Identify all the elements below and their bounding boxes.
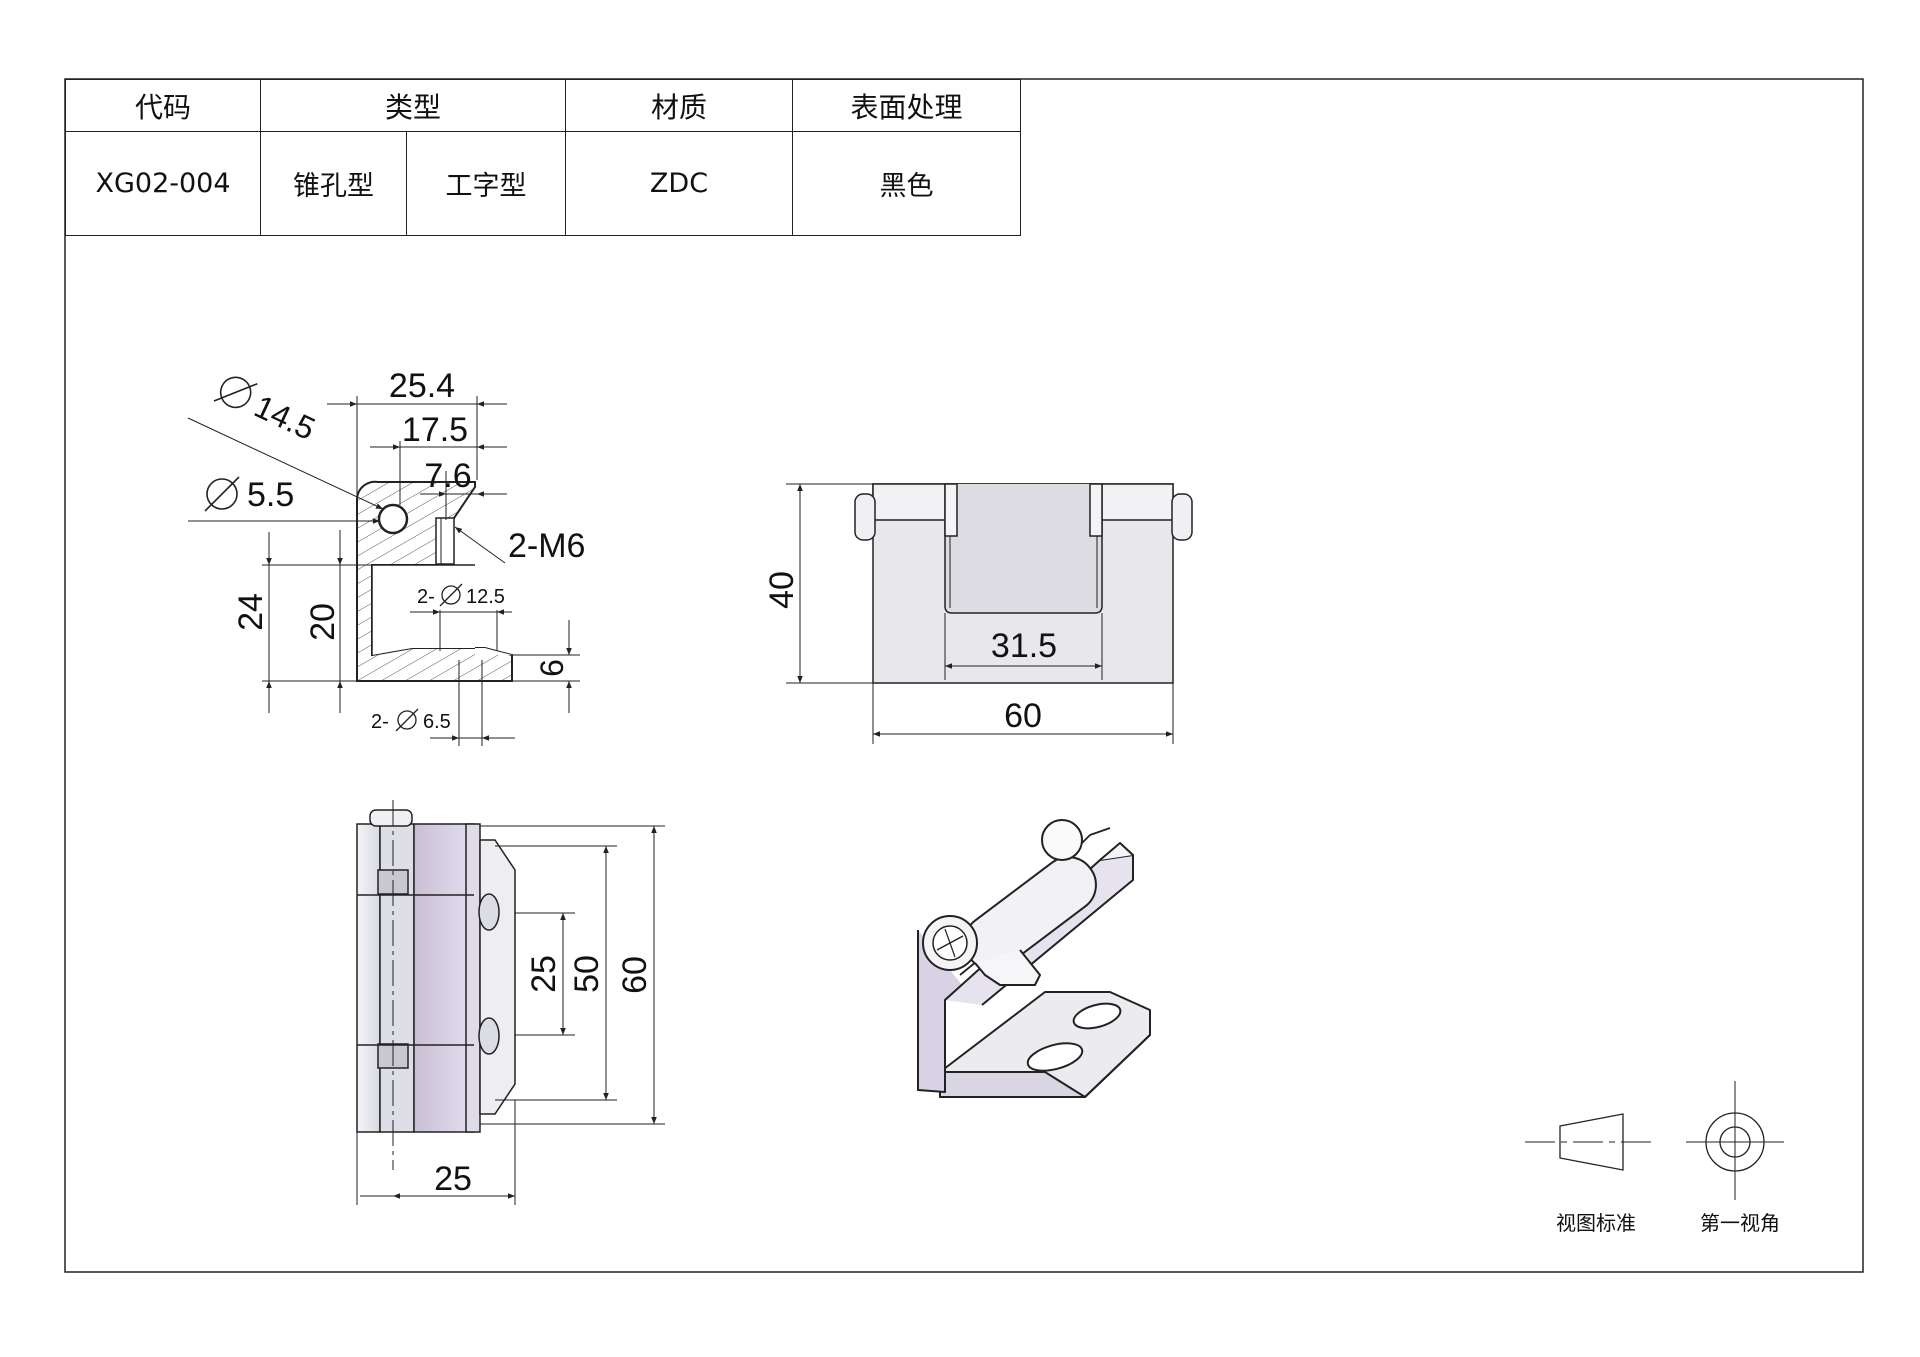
dim-diameter-small: 5.5 [247, 476, 294, 514]
dim-width-small: 7.6 [424, 457, 471, 495]
value-type-a: 锥孔型 [260, 131, 407, 236]
dim-front-leaf-width: 31.5 [991, 627, 1057, 665]
pin-end-right [1171, 493, 1193, 541]
pin-end-left [854, 493, 876, 541]
pin-bore [377, 503, 409, 535]
dim-width-total: 25.4 [389, 367, 455, 405]
spec-value-row: XG02-004 锥孔型 工字型 ZDC 黑色 [65, 131, 1021, 236]
sheet-border [64, 78, 1864, 1273]
front-knuckle [944, 484, 1103, 614]
side-view-labels: 25 50 60 25 [434, 955, 654, 1198]
side-flange [479, 839, 516, 1115]
dim-side-length: 60 [616, 956, 654, 994]
diameter-symbol-icon [397, 710, 417, 730]
projection-symbol [1525, 1081, 1784, 1200]
section-view-labels: 25.4 17.5 7.6 14.5 5.5 2-M6 2- 12.5 2- 6… [204, 367, 585, 733]
dim-hole: 6.5 [423, 711, 451, 733]
dim-diameter-large: 14.5 [249, 388, 321, 447]
spec-table: 代码 类型 材质 表面处理 XG02-004 锥孔型 工字型 ZDC 黑色 [65, 79, 1021, 236]
dim-height-total: 24 [232, 593, 270, 631]
front-view [786, 483, 1193, 744]
dim-width-mid: 17.5 [402, 411, 468, 449]
dim-thickness: 6 [534, 659, 570, 677]
side-leaf [413, 823, 475, 1133]
dim-front-width: 60 [1004, 697, 1042, 735]
header-type: 类型 [260, 79, 566, 132]
threaded-hole [435, 517, 455, 565]
isometric-view [917, 819, 1151, 1098]
dim-front-height: 40 [763, 571, 801, 609]
header-material: 材质 [565, 79, 793, 132]
diameter-symbol-icon [206, 478, 238, 510]
side-view [356, 800, 665, 1205]
dim-leaf-length: 50 [568, 955, 606, 993]
dim-hole-prefix: 2- [371, 711, 389, 733]
projection-cone-icon [1559, 1113, 1624, 1171]
value-material: ZDC [565, 131, 793, 236]
value-type-b: 工字型 [406, 131, 566, 236]
front-view-labels: 40 31.5 60 [763, 571, 1057, 735]
diameter-symbol-icon [441, 585, 461, 605]
dim-hole-pitch: 25 [525, 955, 563, 993]
dim-counterbore: 12.5 [466, 586, 505, 608]
value-code: XG02-004 [65, 131, 261, 236]
dim-height-inner: 20 [304, 603, 342, 641]
diameter-symbol-icon [219, 376, 252, 409]
view-standard-label: 视图标准 [1556, 1211, 1636, 1235]
header-code: 代码 [65, 79, 261, 132]
first-angle-label: 第一视角 [1700, 1211, 1780, 1235]
dim-counterbore-prefix: 2- [417, 586, 435, 608]
dim-side-depth: 25 [434, 1160, 472, 1198]
section-view [187, 396, 580, 746]
value-finish: 黑色 [792, 131, 1021, 236]
dim-thread: 2-M6 [508, 527, 585, 565]
